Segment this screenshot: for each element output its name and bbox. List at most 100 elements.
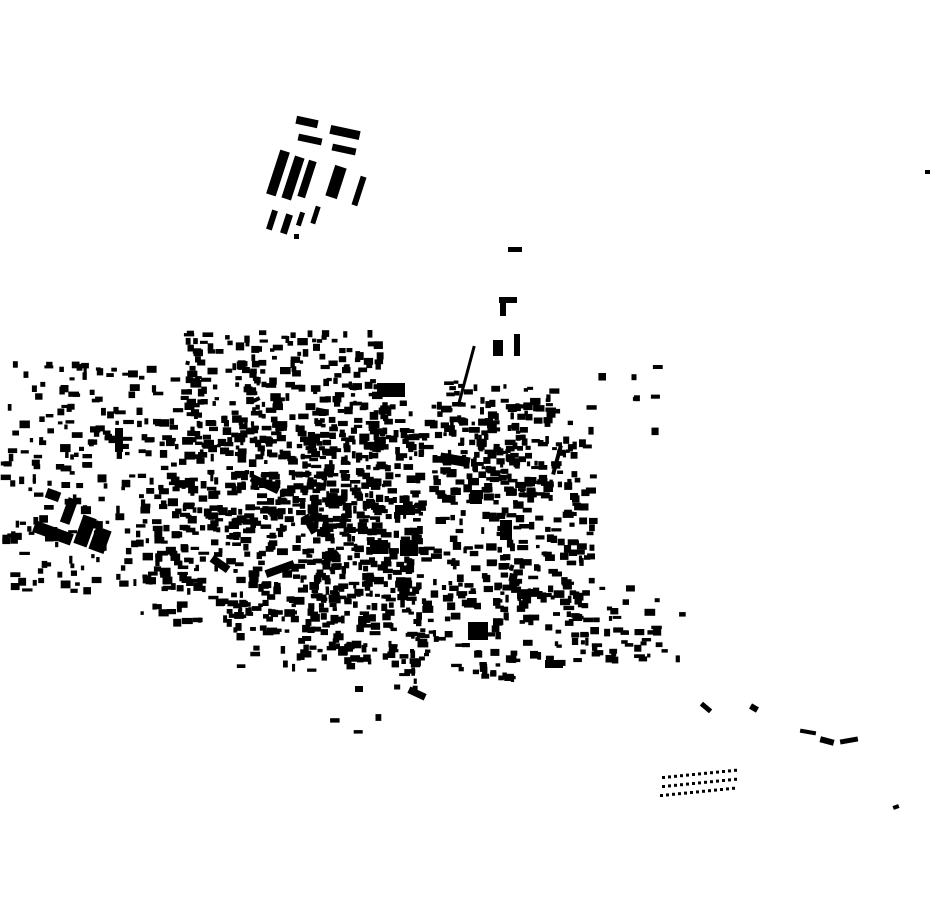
- building: [246, 396, 254, 405]
- building: [514, 334, 520, 356]
- building: [361, 482, 369, 489]
- building: [238, 508, 243, 515]
- building: [511, 586, 522, 593]
- building: [270, 416, 278, 423]
- building: [611, 651, 617, 656]
- building: [322, 439, 332, 446]
- building: [177, 571, 188, 575]
- building: [144, 418, 149, 425]
- building: [455, 528, 464, 534]
- building: [561, 577, 568, 585]
- building: [442, 460, 451, 464]
- building: [245, 340, 250, 347]
- building: [385, 472, 391, 476]
- building: [496, 512, 506, 519]
- building: [279, 489, 285, 498]
- building: [638, 656, 648, 662]
- building: [33, 517, 39, 525]
- building: [297, 338, 308, 346]
- building: [589, 524, 595, 532]
- building: [407, 631, 418, 637]
- building: [33, 454, 43, 459]
- building: [195, 412, 202, 418]
- building: [383, 414, 389, 422]
- building: [406, 596, 417, 601]
- building: [530, 397, 541, 405]
- building: [113, 406, 119, 414]
- building: [81, 362, 89, 369]
- building: [583, 617, 594, 623]
- building: [634, 644, 642, 652]
- building: [590, 627, 599, 635]
- building: [410, 527, 420, 535]
- building: [417, 638, 428, 644]
- building: [176, 601, 188, 608]
- building: [286, 596, 290, 602]
- building: [331, 448, 342, 453]
- building: [316, 471, 327, 479]
- building: [680, 783, 683, 787]
- building: [404, 579, 408, 585]
- building: [215, 518, 224, 522]
- building: [505, 404, 516, 410]
- building: [35, 393, 43, 400]
- building: [268, 471, 279, 479]
- building: [435, 517, 446, 524]
- building: [111, 367, 117, 372]
- building: [358, 367, 368, 373]
- building: [303, 644, 309, 652]
- building: [493, 443, 500, 448]
- building: [57, 421, 63, 425]
- building: [421, 557, 432, 562]
- building: [122, 372, 130, 376]
- building: [61, 482, 71, 488]
- building: [696, 790, 699, 794]
- building: [652, 365, 663, 369]
- building: [146, 365, 157, 373]
- building: [191, 403, 200, 408]
- building: [567, 420, 573, 426]
- building: [593, 617, 600, 623]
- building: [450, 420, 454, 428]
- building: [507, 478, 518, 483]
- building: [449, 386, 456, 391]
- building: [265, 407, 277, 413]
- building: [161, 540, 168, 544]
- building: [375, 528, 387, 535]
- building: [500, 398, 509, 403]
- building: [505, 655, 517, 663]
- building: [343, 445, 351, 453]
- building: [325, 551, 334, 559]
- building: [19, 521, 26, 525]
- building: [535, 515, 544, 521]
- building: [262, 581, 272, 589]
- building: [548, 483, 554, 488]
- building: [170, 476, 180, 484]
- building: [291, 565, 299, 572]
- building: [460, 450, 468, 455]
- building: [335, 630, 341, 636]
- building: [60, 444, 71, 453]
- building: [363, 654, 371, 662]
- building: [230, 507, 237, 515]
- building: [197, 459, 203, 463]
- building: [47, 428, 54, 434]
- building: [351, 640, 362, 649]
- building: [567, 444, 573, 452]
- building: [478, 434, 482, 442]
- building: [310, 582, 317, 590]
- building: [22, 588, 33, 592]
- building: [82, 454, 92, 459]
- building: [311, 513, 322, 521]
- building: [218, 511, 228, 516]
- building: [347, 523, 353, 529]
- building: [280, 367, 291, 375]
- building: [421, 598, 427, 605]
- building: [311, 499, 322, 506]
- building: [546, 410, 556, 418]
- building: [201, 377, 212, 382]
- building: [385, 514, 392, 520]
- building: [297, 564, 306, 569]
- building: [413, 518, 421, 522]
- building: [211, 539, 219, 546]
